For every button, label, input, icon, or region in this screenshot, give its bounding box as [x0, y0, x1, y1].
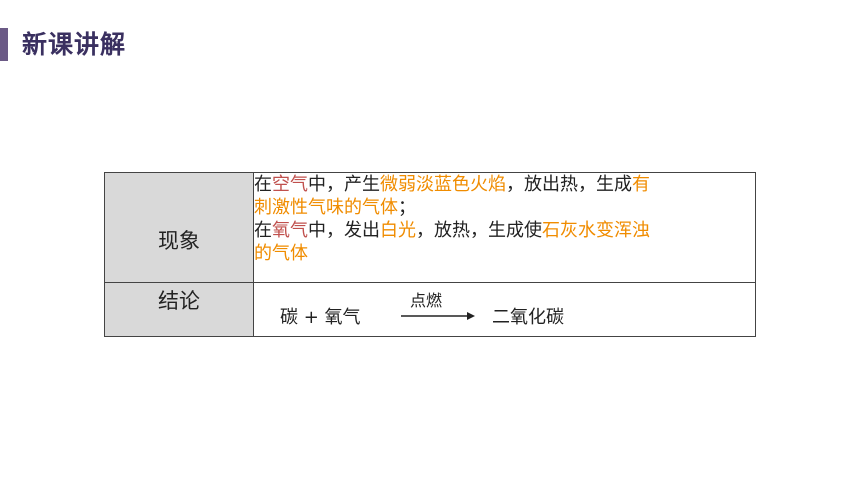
content-table: 现象 在空气中，产生微弱淡蓝色火焰，放出热，生成有 刺激性气味的气体； 在氧气中…	[104, 172, 756, 337]
table-row-conclusion: 结论 碳 + 氧气 点燃 二氧化碳	[104, 282, 756, 337]
text: ；	[398, 197, 416, 218]
text: 中，发出	[308, 220, 380, 241]
text: 在	[254, 174, 272, 195]
header-accent-bar	[0, 28, 8, 61]
phenomenon-line-3: 在氧气中，发出白光，放热，生成使石灰水变浑浊	[254, 219, 755, 242]
highlight-limewater: 石灰水变浑浊	[542, 220, 650, 241]
equation-reactants: 碳 + 氧气	[280, 307, 361, 328]
highlight-oxygen: 氧气	[272, 220, 308, 241]
phenomenon-label: 现象	[158, 229, 200, 253]
conclusion-content-cell: 碳 + 氧气 点燃 二氧化碳	[253, 282, 756, 337]
phenomenon-label-cell: 现象	[104, 172, 254, 283]
highlight-flame: 微弱淡蓝色火焰	[380, 174, 506, 195]
highlight-air: 空气	[272, 174, 308, 195]
text: 中，产生	[308, 174, 380, 195]
conclusion-label-cell: 结论	[104, 282, 254, 337]
highlight-white-light: 白光	[380, 220, 416, 241]
phenomenon-line-4: 的气体	[254, 242, 755, 265]
text: ，放出热，生成	[506, 174, 632, 195]
page-title: 新课讲解	[22, 30, 127, 59]
highlight-gas-start: 有	[632, 174, 650, 195]
phenomenon-line-2: 刺激性气味的气体；	[254, 196, 755, 219]
conclusion-label: 结论	[158, 289, 200, 313]
highlight-gas: 刺激性气味的气体	[254, 197, 398, 218]
table-row-phenomenon: 现象 在空气中，产生微弱淡蓝色火焰，放出热，生成有 刺激性气味的气体； 在氧气中…	[104, 172, 756, 283]
word-equation: 碳 + 氧气 点燃 二氧化碳	[254, 283, 755, 336]
phenomenon-content-cell: 在空气中，产生微弱淡蓝色火焰，放出热，生成有 刺激性气味的气体； 在氧气中，发出…	[253, 172, 756, 283]
phenomenon-line-1: 在空气中，产生微弱淡蓝色火焰，放出热，生成有	[254, 173, 755, 196]
equation-product: 二氧化碳	[492, 307, 564, 328]
text: ，放热，生成使	[416, 220, 542, 241]
equation-condition: 点燃	[410, 291, 443, 310]
reaction-arrow-icon	[401, 312, 475, 320]
highlight-gas-end: 的气体	[254, 243, 308, 264]
text: 在	[254, 220, 272, 241]
